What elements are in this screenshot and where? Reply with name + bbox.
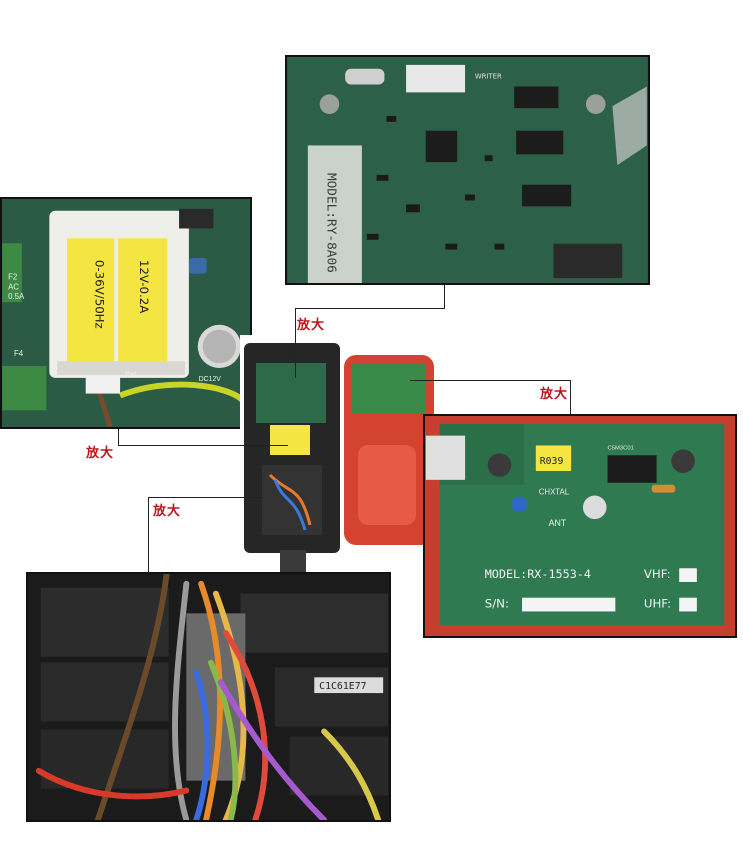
fuse-f4-label: F4 <box>14 349 24 358</box>
power-label: Pwr <box>125 371 138 378</box>
connector-line-right-h <box>410 380 570 381</box>
receiver-model-text: MODEL:RX-1553-4 <box>485 567 591 581</box>
connector-line-top-v <box>444 285 445 309</box>
fuse-f2-label: F2 <box>8 273 17 282</box>
main-board-model-text: MODEL:RY-8A06 <box>323 173 338 273</box>
connector-line-left-v <box>118 429 119 446</box>
dc-label: DC12V <box>199 376 222 383</box>
receiver-board-image: R039 CHXTAL C5M3C01 ANT MODEL:RX-1553-4 … <box>425 416 735 636</box>
c-label: C5M3C01 <box>608 445 634 451</box>
relay-wiring-image: C1C61E77 <box>28 574 389 820</box>
zoom-label-top: 放大 <box>297 318 326 333</box>
connector-line-top-v2 <box>295 308 296 378</box>
connector-line-bottom-v <box>148 497 149 573</box>
transformer-photo: 0-36V/50Hz 12V-0.2A F2 AC 0.5A F4 DC12V … <box>0 197 252 429</box>
transformer-main-text: 0-36V/50Hz <box>93 260 107 329</box>
vhf-label: VHF: <box>644 567 671 581</box>
connector-line-left-h <box>118 445 288 446</box>
transformer-image: 0-36V/50Hz 12V-0.2A F2 AC 0.5A F4 DC12V … <box>2 199 250 427</box>
relay-wiring-photo: C1C61E77 <box>26 572 391 822</box>
zoom-label-right: 放大 <box>540 387 569 402</box>
zoom-label-bottom: 放大 <box>153 504 182 519</box>
connector-line-top-h <box>295 308 445 309</box>
zoom-label-left: 放大 <box>86 446 115 461</box>
ant-label: ANT <box>549 518 567 528</box>
chip-label: R039 <box>540 456 564 467</box>
relay-text: C1C61E77 <box>319 681 366 692</box>
fuse-rating-label: 0.5A <box>8 292 25 301</box>
main-board-photo: MODEL:RY-8A06 WRITER <box>285 55 650 285</box>
sn-label: S/N: <box>485 597 509 611</box>
connector-line-bottom-h <box>148 497 263 498</box>
main-board-image: MODEL:RY-8A06 WRITER <box>288 57 647 283</box>
device-overview-image <box>244 343 434 578</box>
device-overview-photo <box>240 335 440 580</box>
receiver-board-photo: R039 CHXTAL C5M3C01 ANT MODEL:RX-1553-4 … <box>423 414 737 638</box>
writer-label: WRITER <box>475 73 502 81</box>
crystal-label: CHXTAL <box>539 488 570 497</box>
transformer-side-text: 12V-0.2A <box>137 260 151 313</box>
connector-line-right-v <box>570 380 571 414</box>
uhf-label: UHF: <box>644 597 671 611</box>
fuse-ac-label: AC <box>8 282 19 291</box>
